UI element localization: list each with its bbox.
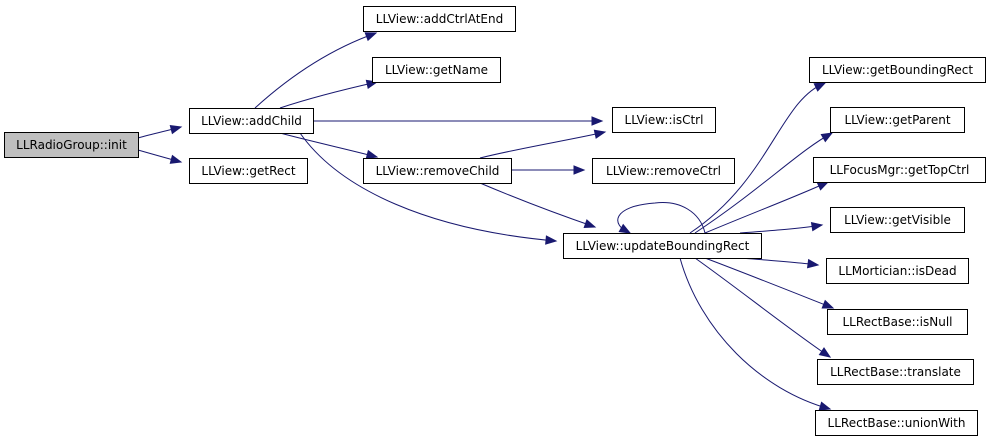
node-box-init[interactable] [4,132,139,158]
edge-updateBoundingRect-to-getBoundingRect [689,82,826,234]
node-getRect[interactable]: LLView::getRect [189,158,308,184]
node-box-getVisible[interactable] [830,207,965,233]
node-label-getTopCtrl: LLFocusMgr::getTopCtrl [830,163,970,177]
arrowhead-updateBoundingRect-to-getParent [820,132,834,143]
node-label-unionWith: LLRectBase::unionWith [828,416,966,430]
node-label-removeCtrl: LLView::removeCtrl [606,164,721,178]
node-getName[interactable]: LLView::getName [372,57,501,83]
node-label-addCtrlAtEnd: LLView::addCtrlAtEnd [376,12,503,26]
edge-addChild-to-getName [279,81,378,109]
node-getParent[interactable]: LLView::getParent [830,107,965,133]
node-label-isNull: LLRectBase::isNull [843,315,953,329]
arrowhead-removeChild-to-updateBoundingRect [583,219,597,229]
node-addChild[interactable]: LLView::addChild [189,108,314,134]
arrowhead-init-to-addChild [169,125,183,135]
edge-updateBoundingRect-to-updateBoundingRect [617,202,706,234]
node-removeCtrl[interactable]: LLView::removeCtrl [592,158,735,184]
node-box-getName[interactable] [372,57,501,83]
node-label-translate: LLRectBase::translate [830,365,961,379]
arrowhead-removeChild-to-removeCtrl [573,165,586,175]
node-getVisible[interactable]: LLView::getVisible [830,207,965,233]
node-updateBoundingRect[interactable]: LLView::updateBoundingRect [563,233,762,259]
node-box-updateBoundingRect[interactable] [563,233,762,259]
edge-updateBoundingRect-to-unionWith [679,257,831,410]
node-box-isNull[interactable] [827,309,968,335]
node-label-removeChild: LLView::removeChild [376,164,500,178]
arrowhead-updateBoundingRect-to-isDead [806,258,820,269]
edges-layer [137,32,835,411]
arrowhead-addChild-to-removeChild [365,149,379,159]
edge-addChild-to-addCtrlAtEnd [254,32,377,109]
arrowhead-updateBoundingRect-to-updateBoundingRect [618,223,632,234]
node-isCtrl[interactable]: LLView::isCtrl [612,107,716,133]
nodes-layer: LLRadioGroup::initLLView::addChildLLView… [4,6,986,436]
node-label-getParent: LLView::getParent [844,113,950,127]
node-label-getRect: LLView::getRect [201,164,295,178]
node-box-getBoundingRect[interactable] [809,57,986,83]
arrowhead-addChild-to-isCtrl [591,116,604,126]
node-isNull[interactable]: LLRectBase::isNull [827,309,968,335]
node-getTopCtrl[interactable]: LLFocusMgr::getTopCtrl [813,157,986,183]
node-box-isCtrl[interactable] [612,107,716,133]
node-label-updateBoundingRect: LLView::updateBoundingRect [576,239,750,253]
edge-updateBoundingRect-to-getVisible [739,224,823,234]
node-isDead[interactable]: LLMortician::isDead [826,258,969,284]
node-box-addChild[interactable] [189,108,314,134]
edge-updateBoundingRect-to-isDead [739,257,819,266]
node-label-addChild: LLView::addChild [201,114,302,128]
edge-updateBoundingRect-to-getParent [694,132,833,234]
node-box-addCtrlAtEnd[interactable] [363,6,516,32]
node-translate[interactable]: LLRectBase::translate [817,359,974,385]
arrowhead-init-to-getRect [169,154,183,164]
node-label-getName: LLView::getName [385,63,488,77]
edge-removeChild-to-updateBoundingRect [479,182,596,228]
node-box-isDead[interactable] [826,258,969,284]
node-box-removeCtrl[interactable] [592,158,735,184]
edge-addChild-to-removeChild [279,132,378,158]
edge-updateBoundingRect-to-getTopCtrl [704,181,829,234]
node-box-translate[interactable] [817,359,974,385]
arrowhead-updateBoundingRect-to-unionWith [818,401,832,411]
node-box-getTopCtrl[interactable] [813,157,986,183]
node-box-getRect[interactable] [189,158,308,184]
node-unionWith[interactable]: LLRectBase::unionWith [815,410,978,436]
node-removeChild[interactable]: LLView::removeChild [363,158,512,184]
arrowhead-addChild-to-updateBoundingRect [545,235,558,245]
edge-updateBoundingRect-to-translate [694,257,831,358]
arrowhead-updateBoundingRect-to-getTopCtrl [816,181,830,191]
arrowhead-updateBoundingRect-to-translate [818,347,832,358]
node-label-isDead: LLMortician::isDead [838,264,956,278]
edge-removeChild-to-isCtrl [479,131,606,159]
node-getBoundingRect[interactable]: LLView::getBoundingRect [809,57,986,83]
node-init[interactable]: LLRadioGroup::init [4,132,139,158]
node-label-getVisible: LLView::getVisible [844,213,951,227]
arrowhead-updateBoundingRect-to-getVisible [810,221,824,232]
node-box-unionWith[interactable] [815,410,978,436]
arrowhead-addChild-to-addCtrlAtEnd [364,32,378,42]
node-label-isCtrl: LLView::isCtrl [625,113,704,127]
node-addCtrlAtEnd[interactable]: LLView::addCtrlAtEnd [363,6,516,32]
edge-updateBoundingRect-to-isNull [704,257,834,309]
node-box-removeChild[interactable] [363,158,512,184]
node-box-getParent[interactable] [830,107,965,133]
arrowhead-updateBoundingRect-to-getBoundingRect [813,82,827,92]
node-label-getBoundingRect: LLView::getBoundingRect [822,63,973,77]
edge-addChild-to-updateBoundingRect [299,132,557,242]
arrowhead-removeChild-to-isCtrl [593,129,607,139]
arrowhead-updateBoundingRect-to-isNull [821,299,835,309]
node-label-init: LLRadioGroup::init [16,138,127,152]
